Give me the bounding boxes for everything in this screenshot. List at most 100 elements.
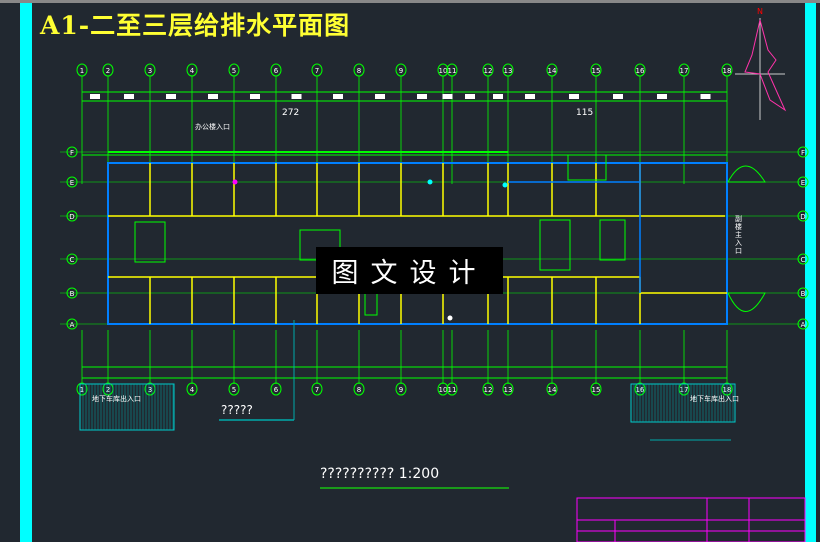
row-axis-label: E <box>70 179 74 187</box>
dimension-value <box>375 94 385 99</box>
stair <box>567 154 607 181</box>
axis-label: 4 <box>190 67 195 75</box>
scale-caption: ?????????? 1:200 <box>320 466 440 482</box>
left-border <box>20 3 32 542</box>
axis-bubble <box>502 382 514 396</box>
fixture-marker <box>232 179 238 185</box>
axis-bubble <box>446 382 458 396</box>
annex-entrance-label: 副楼主入口 <box>735 215 742 255</box>
detail-caption: ????? <box>221 403 253 417</box>
axis-bubble <box>186 382 198 396</box>
axis-label: 11 <box>448 386 457 394</box>
axis-bubble <box>590 382 602 396</box>
axis-label: 1 <box>80 67 84 75</box>
axis-bubble <box>590 63 602 77</box>
row-axis-bubble <box>797 146 809 158</box>
axis-bubble <box>395 382 407 396</box>
dimension-value <box>657 94 667 99</box>
dimension-value <box>333 94 343 99</box>
axis-label: 5 <box>232 386 236 394</box>
north-rose <box>744 19 787 112</box>
axis-label: 14 <box>548 67 557 75</box>
axis-label: 12 <box>484 67 493 75</box>
garage-entrance-right-label: 地下车库出入口 <box>690 395 739 403</box>
row-axis-bubble <box>797 287 809 299</box>
right-border <box>805 3 816 542</box>
dimension-value <box>90 94 100 99</box>
garage-ramp <box>79 383 175 431</box>
axis-bubble <box>678 63 690 77</box>
axis-label: 11 <box>448 67 457 75</box>
axis-bubble <box>311 63 323 77</box>
axis-bubble <box>502 63 514 77</box>
row-axis-label: C <box>70 256 75 264</box>
entrance-canopy <box>727 292 766 312</box>
axis-bubble <box>482 382 494 396</box>
axis-label: 7 <box>315 67 319 75</box>
row-axis-label: B <box>801 290 806 298</box>
garage-ramp <box>630 383 736 423</box>
axis-label: 6 <box>274 386 279 394</box>
row-axis-bubble <box>66 146 78 158</box>
row-axis-bubble <box>66 318 78 330</box>
row-axis-label: D <box>69 213 74 221</box>
axis-label: 14 <box>548 386 557 394</box>
fixture-marker <box>447 315 453 321</box>
axis-bubble <box>353 382 365 396</box>
axis-label: 7 <box>315 386 319 394</box>
axis-bubble <box>482 63 494 77</box>
axis-label: 4 <box>190 386 195 394</box>
axis-label: 15 <box>592 386 601 394</box>
row-axis-label: A <box>801 321 806 329</box>
dimension-value <box>250 94 260 99</box>
axis-bubble <box>446 63 458 77</box>
axis-bubble <box>76 382 88 396</box>
row-axis-bubble <box>66 210 78 222</box>
axis-label: 8 <box>357 386 361 394</box>
axis-bubble <box>270 382 282 396</box>
axis-bubble <box>546 382 558 396</box>
axis-bubble <box>634 63 646 77</box>
row-axis-label: B <box>70 290 75 298</box>
stair <box>134 221 166 263</box>
axis-label: 3 <box>148 386 152 394</box>
dimension-value <box>166 94 176 99</box>
exterior-wall <box>107 162 728 325</box>
axis-label: 17 <box>680 67 689 75</box>
axis-bubble <box>186 63 198 77</box>
top-edge <box>0 0 820 3</box>
axis-label: 13 <box>504 67 513 75</box>
axis-bubble <box>437 382 449 396</box>
axis-label: 9 <box>399 386 403 394</box>
row-axis-label: C <box>801 256 806 264</box>
row-axis-bubble <box>66 176 78 188</box>
axis-label: 17 <box>680 386 689 394</box>
dimension-value <box>493 94 503 99</box>
axis-bubble <box>144 63 156 77</box>
fixture-marker <box>502 182 508 188</box>
axis-label: 5 <box>232 67 236 75</box>
watermark: 图文设计 <box>316 247 503 294</box>
dimension-value <box>465 94 475 99</box>
row-axis-bubble <box>66 287 78 299</box>
axis-label: 2 <box>106 67 110 75</box>
axis-bubble <box>437 63 449 77</box>
dimension-value <box>442 94 453 99</box>
axis-bubble <box>721 63 733 77</box>
dimension-value <box>208 94 218 99</box>
entrance-canopy <box>727 165 766 183</box>
axis-bubble <box>76 63 88 77</box>
axis-bubble <box>228 63 240 77</box>
axis-label: 15 <box>592 67 601 75</box>
axis-label: 18 <box>723 67 732 75</box>
dimension-value <box>291 94 302 99</box>
axis-bubble <box>311 382 323 396</box>
axis-bubble <box>228 382 240 396</box>
row-axis-bubble <box>797 210 809 222</box>
axis-label: 13 <box>504 386 513 394</box>
office-entrance-label: 办公楼入口 <box>195 123 230 131</box>
row-axis-label: F <box>801 149 805 157</box>
axis-label: 3 <box>148 67 152 75</box>
